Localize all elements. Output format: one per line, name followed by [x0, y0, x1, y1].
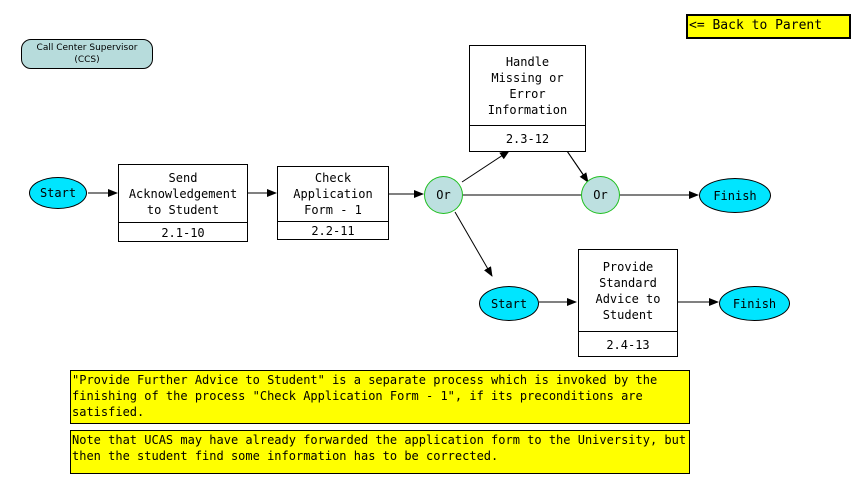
note-ucas-forwarded: Note that UCAS may have already forwarde… [70, 430, 690, 474]
back-to-parent-link[interactable]: <= Back to Parent [686, 14, 851, 39]
or-gateway-2[interactable]: Or [581, 176, 620, 214]
arrow-or1-to-handle [461, 150, 510, 183]
start-node-2[interactable]: Start [479, 286, 539, 321]
process-send-acknowledgement[interactable]: Send Acknowledgement to Student 2.1-10 [118, 164, 248, 242]
role-name: Call Center Supervisor [36, 43, 138, 53]
role-abbreviation: (CCS) [74, 55, 100, 65]
finish-node-1[interactable]: Finish [699, 178, 771, 213]
start-node-1[interactable]: Start [29, 177, 87, 209]
process-title: Send Acknowledgement to Student [119, 165, 247, 223]
process-title: Provide Standard Advice to Student [579, 250, 677, 332]
process-title: Check Application Form - 1 [278, 167, 388, 222]
role-swimlane-label: Call Center Supervisor (CCS) [21, 39, 153, 69]
process-provide-standard-advice[interactable]: Provide Standard Advice to Student 2.4-1… [578, 249, 678, 357]
process-id: 2.1-10 [161, 225, 205, 240]
process-check-application-form[interactable]: Check Application Form - 1 2.2-11 [277, 166, 389, 240]
process-handle-missing-information[interactable]: Handle Missing or Error Information 2.3-… [469, 45, 586, 152]
note-further-advice: "Provide Further Advice to Student" is a… [70, 370, 690, 424]
process-id: 2.4-13 [606, 337, 650, 352]
process-id: 2.2-11 [311, 224, 355, 238]
arrow-handle-to-or2-head [566, 150, 589, 183]
finish-node-2[interactable]: Finish [719, 286, 790, 321]
process-title: Handle Missing or Error Information [470, 46, 585, 126]
arrow-or1-to-start2 [454, 211, 493, 277]
or-gateway-1[interactable]: Or [424, 176, 463, 214]
process-id: 2.3-12 [505, 132, 550, 146]
